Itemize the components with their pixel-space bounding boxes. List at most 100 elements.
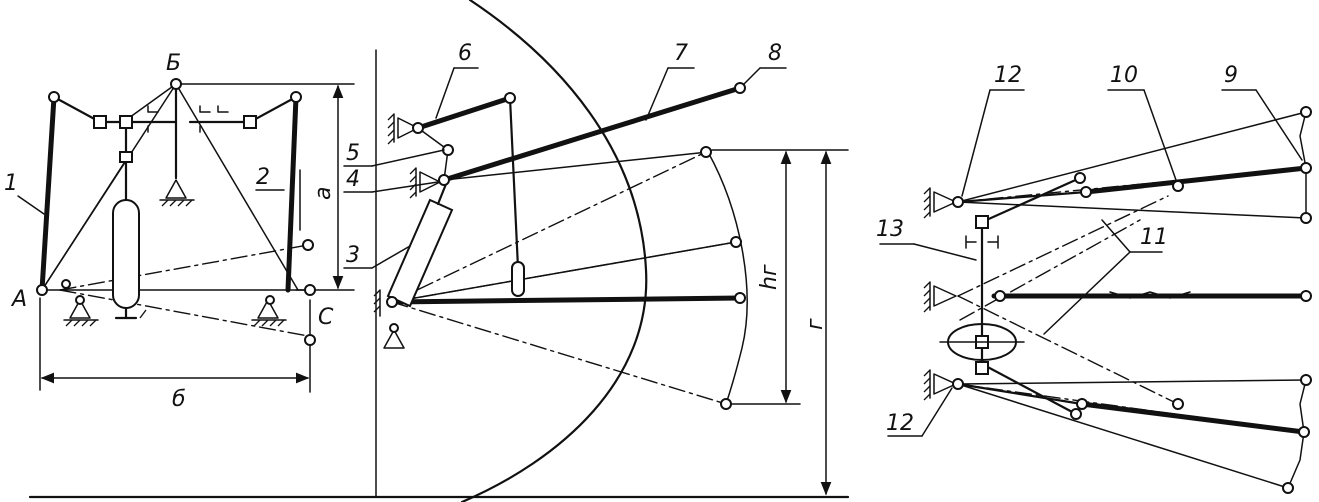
slider-box-2	[119, 115, 133, 129]
cylinder	[112, 199, 140, 309]
dashed-lower	[59, 289, 309, 337]
joint-out-5	[1300, 374, 1312, 386]
joint-left-support	[75, 295, 85, 305]
leader-7-diag	[645, 67, 669, 121]
arm-lower-brace	[980, 362, 1078, 416]
arm-upper-brace	[980, 176, 1082, 224]
dashed-upper	[59, 244, 309, 291]
label-2: 2	[256, 165, 270, 190]
dash-upper	[957, 167, 1307, 203]
joint-10	[1172, 180, 1184, 192]
label-11: 11	[1140, 225, 1168, 250]
joint-out-7	[1282, 482, 1294, 494]
link-7-lower	[443, 151, 709, 181]
joint-out-1	[1300, 106, 1312, 118]
joint-main-pos	[734, 292, 746, 304]
label-6: 6	[458, 41, 472, 66]
label-1: 1	[4, 171, 18, 196]
thin-upper-1	[957, 111, 1307, 203]
clearance-arc	[460, 0, 648, 502]
ground-support-right	[251, 299, 287, 327]
joint-4	[438, 174, 450, 186]
leader-4-diag	[371, 181, 439, 193]
support-mid	[409, 167, 441, 199]
leader-11-up	[1101, 219, 1131, 253]
link-7	[441, 85, 743, 183]
label-A: A	[10, 287, 27, 312]
label-5: 5	[346, 141, 360, 166]
dash-diag-3	[959, 219, 1141, 321]
ground-support-center	[159, 179, 195, 207]
leader-10-diag	[1143, 89, 1177, 181]
slider-box-3	[243, 115, 257, 129]
slider-box-1	[93, 115, 107, 129]
support-upper	[387, 113, 419, 145]
right-mechanism: 12 10 9 13 11 12	[876, 63, 1312, 494]
label-13: 13	[876, 217, 904, 242]
link-vertical	[508, 96, 520, 270]
label-B: Б	[166, 51, 181, 76]
thin-lower-2	[957, 383, 1289, 489]
joint-8	[734, 82, 746, 94]
rod-base-hatch	[139, 309, 147, 319]
label-3: 3	[346, 243, 360, 268]
post-box-low	[975, 361, 989, 375]
joint-top-pos	[700, 146, 712, 158]
joint-out-6	[1298, 426, 1310, 438]
label-7: 7	[674, 41, 688, 66]
label-8: 8	[768, 41, 782, 66]
joint-C-lower	[304, 334, 316, 346]
link-6	[415, 95, 513, 131]
thin-upper-2	[957, 201, 1307, 219]
joint-center-arm	[994, 290, 1006, 302]
joint-out-2	[1300, 162, 1312, 174]
joint-mid-pos	[730, 236, 742, 248]
support-right-lower	[923, 369, 957, 401]
arm-lower-link	[956, 382, 1084, 406]
leader-13-diag	[913, 243, 977, 261]
arm-lower-thick	[1079, 401, 1307, 435]
joint-12-upper	[952, 196, 964, 208]
link-upper-left	[52, 95, 102, 124]
joint-arm-upper	[1080, 186, 1092, 198]
cylinder-rod	[436, 182, 448, 206]
joint-6-base	[412, 122, 424, 134]
leader-9-diag	[1255, 89, 1303, 161]
leader-5-diag	[371, 149, 445, 167]
left-mechanism: б a	[4, 51, 355, 412]
guide-brackets-lower	[147, 125, 201, 133]
joint-A2	[61, 279, 71, 289]
dash-diag-1	[957, 195, 1169, 297]
guide-brackets	[147, 105, 229, 113]
leader-8-diag	[743, 67, 761, 85]
support-right-center	[923, 281, 957, 313]
label-12-upper: 12	[994, 63, 1022, 88]
joint-6-end	[504, 92, 516, 104]
arm-upper-thick	[1083, 165, 1309, 195]
support-arm	[373, 289, 405, 349]
support-right-upper	[923, 187, 957, 219]
joint-C	[304, 284, 316, 296]
label-4: 4	[346, 167, 360, 192]
joint-support	[389, 323, 399, 333]
cylinder-3	[386, 198, 454, 308]
center-mechanism: г hг	[28, 0, 850, 502]
center-squiggle	[1109, 291, 1191, 299]
link-upper-right	[248, 95, 298, 124]
dash-diag-2	[957, 295, 1179, 405]
slot	[511, 261, 525, 297]
leader-3-diag	[371, 245, 411, 269]
leader-11-down	[1043, 251, 1131, 335]
joint-arm-lower	[1076, 398, 1088, 410]
joint-out-4	[1300, 290, 1312, 302]
ground-support-left	[63, 299, 99, 327]
arm-dashed-lower	[391, 301, 727, 405]
swing-arc	[707, 151, 748, 405]
joint-A	[36, 284, 48, 296]
joint-brace-upper	[1074, 172, 1086, 184]
link-5	[417, 127, 449, 151]
joint-12-lower	[952, 378, 964, 390]
label-dim-hg: hг	[757, 264, 782, 290]
post-guides	[965, 235, 999, 249]
